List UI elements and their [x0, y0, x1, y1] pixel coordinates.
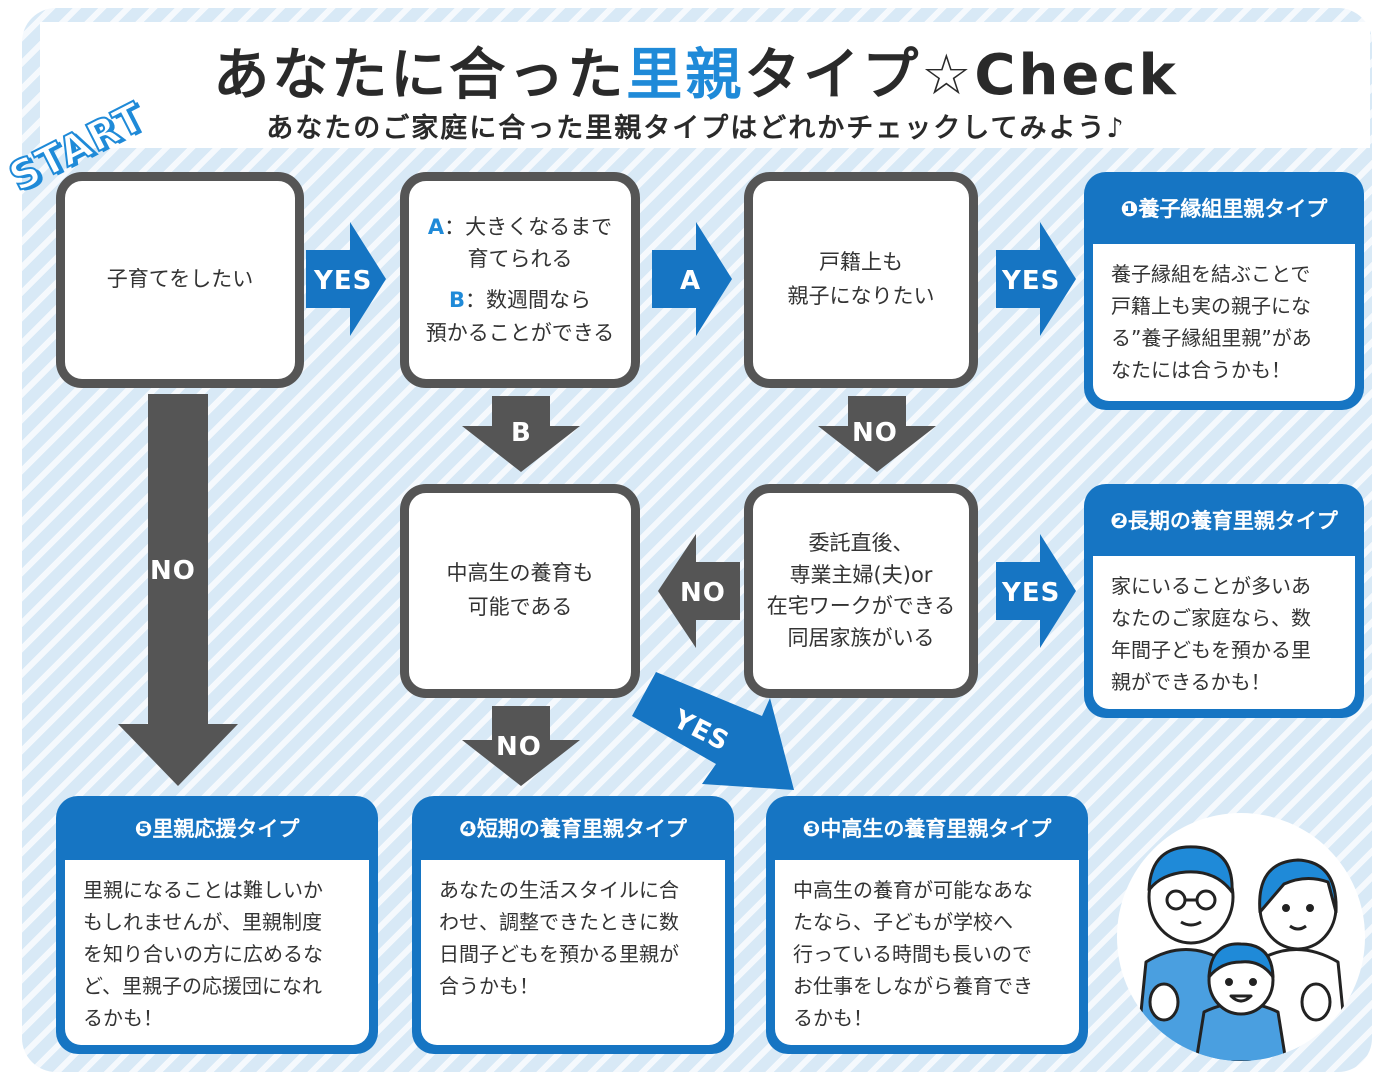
result-line: ど、里親子の応援団になれ	[83, 974, 322, 998]
result-line: なたのご家庭なら、数	[1111, 606, 1311, 630]
arrow-q3-to-r1	[996, 222, 1076, 336]
q2-option-a-line-2: 育てられる	[467, 247, 573, 272]
header-panel	[40, 22, 1370, 148]
result-title-teen-care: ❸中高生の養育里親タイプ	[802, 817, 1052, 841]
result-box-adoption: ❶養子縁組里親タイプ 養子縁組を結ぶことで 戸籍上も実の親子にな る”養子縁組里…	[1084, 172, 1364, 410]
q2-option-b: B：数週間なら	[449, 284, 591, 317]
arrow-q5-to-r3	[632, 672, 800, 796]
result-line: 里親になることは難しいか	[83, 878, 323, 902]
question-box-teen-care: 中高生の養育も 可能である	[400, 484, 640, 698]
result-line: 行っている時間も長いので	[793, 942, 1032, 966]
result-box-teen-care: ❸中高生の養育里親タイプ 中高生の養育が可能なあな たなら、子どもが学校へ 行っ…	[766, 796, 1088, 1054]
arrow-q4-to-r2	[996, 534, 1076, 648]
q1-line: 子育てをしたい	[106, 267, 254, 292]
title-suffix: タイプ☆Check	[744, 43, 1179, 108]
arrow-q4-to-q5	[658, 534, 740, 648]
result-line: 合うかも！	[439, 974, 539, 998]
result-line: なたには合うかも！	[1111, 358, 1291, 382]
result-line: る”養子縁組里親”があ	[1111, 326, 1312, 350]
result-line: たなら、子どもが学校へ	[793, 910, 1013, 934]
result-body-long-term: 家にいることが多いあ なたのご家庭なら、数 年間子どもを預かる里 親ができるかも…	[1093, 556, 1355, 709]
result-box-long-term: ❷長期の養育里親タイプ 家にいることが多いあ なたのご家庭なら、数 年間子どもを…	[1084, 484, 1364, 718]
arrow-label-q5-no: NO	[496, 732, 542, 762]
result-line: 日間子どもを預かる里親が	[439, 942, 679, 966]
result-line: を知り合いの方に広めるな	[83, 942, 323, 966]
arrow-label-q1-yes: YES	[314, 266, 373, 296]
arrow-q1-to-r5	[118, 394, 238, 786]
arrow-label-q4-no: NO	[680, 578, 726, 608]
result-line: 家にいることが多いあ	[1111, 574, 1311, 598]
arrow-q2-to-q3	[652, 222, 732, 336]
q4-line-2: 専業主婦(夫)or	[789, 562, 933, 587]
result-title-long-term: ❷長期の養育里親タイプ	[1110, 509, 1338, 533]
result-body-supporter: 里親になることは難しいか もしれませんが、里親制度 を知り合いの方に広めるな ど…	[65, 860, 369, 1045]
result-title-short-term: ❹短期の養育里親タイプ	[459, 817, 687, 841]
q2-option-b-line-2: 預かることができる	[425, 320, 615, 345]
result-body-teen-care: 中高生の養育が可能なあな たなら、子どもが学校へ 行っている時間も長いので お仕…	[775, 860, 1079, 1045]
q4-line-3: 在宅ワークができる	[766, 594, 956, 618]
page-subtitle: あなたのご家庭に合った里親タイプはどれかチェックしてみよう♪	[266, 113, 1126, 144]
result-line: わせ、調整できたときに数	[439, 910, 679, 934]
arrow-q2-to-q5	[462, 396, 580, 472]
q4-line-1: 委託直後、	[808, 531, 914, 555]
title-prefix: あなたに合った	[213, 43, 627, 108]
result-line: もしれませんが、里親制度	[83, 910, 322, 934]
result-line: 親ができるかも！	[1111, 670, 1271, 694]
q2-option-a: A：大きくなるまで	[428, 211, 612, 244]
result-line: あなたの生活スタイルに合	[439, 878, 679, 902]
option-a-marker: A	[427, 214, 445, 239]
arrow-label-q2-b: B	[511, 418, 532, 448]
arrow-q5-to-r4	[462, 706, 580, 786]
arrow-label-q2-a: A	[680, 266, 702, 296]
arrow-q1-to-q2	[306, 222, 386, 336]
result-box-supporter: ❺里親応援タイプ 里親になることは難しいか もしれませんが、里親制度 を知り合い…	[56, 796, 378, 1054]
q2-option-b-line-1: ：数週間なら	[465, 288, 591, 312]
result-line: 中高生の養育が可能なあな	[793, 878, 1033, 902]
q2-option-a-line-1: ：大きくなるまで	[444, 214, 613, 239]
q3-line-2: 親子になりたい	[787, 284, 935, 308]
q4-line-4: 同居家族がいる	[787, 625, 935, 650]
page-title: あなたに合った里親タイプ☆Check	[0, 30, 1392, 111]
q5-line-1: 中高生の養育も	[446, 561, 594, 586]
result-body-short-term: あなたの生活スタイルに合 わせ、調整できたときに数 日間子どもを預かる里親が 合…	[421, 860, 725, 1045]
arrow-label-q1-no: NO	[150, 556, 196, 586]
question-box-want-to-raise-child: 子育てをしたい	[56, 172, 304, 388]
result-line: 年間子どもを預かる里	[1111, 638, 1311, 662]
question-box-raise-or-foster: A：大きくなるまで 育てられる B：数週間なら 預かることができる	[400, 172, 640, 388]
q5-line-2: 可能である	[467, 595, 573, 619]
result-line: るかも！	[83, 1006, 163, 1030]
result-line: 養子縁組を結ぶことで	[1111, 262, 1311, 286]
result-box-short-term: ❹短期の養育里親タイプ あなたの生活スタイルに合 わせ、調整できたときに数 日間…	[412, 796, 734, 1054]
family-illustration	[1116, 812, 1366, 1066]
result-title-supporter: ❺里親応援タイプ	[134, 817, 300, 841]
result-body-adoption: 養子縁組を結ぶことで 戸籍上も実の親子にな る”養子縁組里親”があ なたには合う…	[1093, 244, 1355, 401]
result-line: お仕事をしながら養育でき	[793, 974, 1033, 998]
q3-line-1: 戸籍上も	[819, 250, 903, 275]
result-line: 戸籍上も実の親子にな	[1111, 294, 1311, 318]
arrow-label-q4-yes: YES	[1002, 578, 1061, 608]
result-line: るかも！	[793, 1006, 873, 1030]
question-box-legal-parent: 戸籍上も 親子になりたい	[744, 172, 978, 388]
arrow-label-q3-no: NO	[852, 418, 898, 448]
arrow-label-q3-yes: YES	[1002, 266, 1061, 296]
result-title-adoption: ❶養子縁組里親タイプ	[1120, 197, 1328, 221]
arrow-q3-to-q4	[818, 396, 936, 472]
option-b-marker: B	[448, 288, 465, 312]
question-box-family-at-home: 委託直後、 専業主婦(夫)or 在宅ワークができる 同居家族がいる	[744, 484, 978, 698]
title-highlight: 里親	[626, 43, 745, 108]
